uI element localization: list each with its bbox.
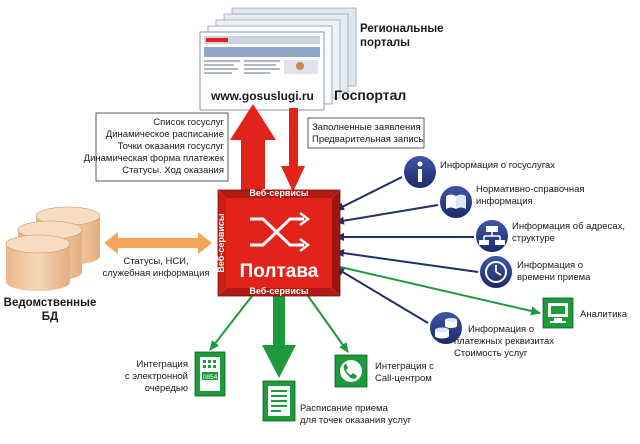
database-icon[interactable] [5, 206, 101, 291]
portal-url[interactable]: www.gosuslugi.ru [210, 89, 314, 103]
output-arrow-analytics [335, 265, 541, 316]
database-exchange-line: Статусы, НСИ, [123, 256, 188, 267]
input-label-reference: Нормативно-справочная [476, 184, 585, 195]
callcenter-label: Call-центром [375, 373, 432, 384]
input-label-payments: Информация о [468, 324, 534, 335]
input-label-reference: информация [476, 196, 533, 207]
input-label-time: Информация о [517, 260, 583, 271]
input-arrow [335, 204, 439, 225]
input-label-time: времени приема [517, 272, 591, 283]
input-arrow [335, 267, 429, 324]
clock-icon[interactable] [478, 254, 514, 290]
output-arrows [209, 265, 541, 353]
input-label-payments: платежных реквизитах [454, 336, 554, 347]
queue-label: Интеграция [136, 359, 188, 370]
schedule-label: для точек оказания услуг [300, 415, 412, 426]
input-arrow [335, 176, 403, 211]
portal-screens [199, 7, 357, 111]
database-label-2: БД [42, 311, 58, 323]
input-label-payments: Стоимость услуг [454, 348, 528, 359]
regional-portals-label-1: Региональные [360, 23, 444, 35]
regional-portals-label-2: порталы [360, 37, 410, 49]
services-info-box: Список госуслуг Динамическое расписание … [84, 112, 229, 182]
org-structure-icon[interactable] [474, 218, 510, 254]
services-info-line: Точки оказания госуслуг [118, 141, 225, 152]
output-arrow-queue [209, 295, 253, 351]
analytics-label: Аналитика [580, 309, 628, 320]
database-label-1: Ведомственные [4, 297, 97, 309]
applications-line: Заполненные заявления [312, 122, 421, 133]
input-label-addresses: структуре [512, 233, 555, 244]
database-exchange-line: служебная информация [102, 268, 209, 279]
download-arrow [281, 108, 305, 192]
callcenter-label: Интеграция с [375, 361, 434, 372]
poltava-hub[interactable] [217, 189, 341, 297]
book-icon[interactable] [438, 184, 474, 220]
queue-label: очередью [145, 383, 188, 394]
applications-box: Заполненные заявления Предварительная за… [307, 117, 425, 149]
phone-icon[interactable] [334, 354, 368, 388]
poltava-title: Полтава [240, 261, 319, 282]
upload-arrow [230, 104, 276, 200]
exchange-icon [250, 212, 311, 252]
info-icon[interactable] [402, 154, 438, 190]
services-info-line: Статусы. Ход оказания [122, 165, 224, 176]
queue-terminal-icon[interactable]: 0854 [194, 351, 226, 397]
input-label-services: Информация о госуслугах [440, 160, 555, 171]
services-info-line: Список госуслуг [153, 117, 224, 128]
input-arrow [335, 249, 479, 273]
services-info-line: Динамическое расписание [106, 129, 224, 140]
schedule-label: Расписание приема [300, 403, 389, 414]
schedule-document-icon[interactable] [262, 380, 296, 422]
web-services-left: Веб-сервисы [216, 213, 226, 273]
analytics-monitor-icon[interactable] [542, 297, 574, 329]
output-arrow-callcenter [307, 295, 349, 353]
output-arrow-schedule [262, 296, 296, 378]
applications-line: Предварительная запись [312, 134, 423, 145]
web-services-top: Веб-сервисы [249, 188, 309, 198]
database-exchange-arrow [104, 232, 212, 254]
queue-number: 0854 [203, 374, 218, 381]
services-info-line: Динамическая форма платежек [84, 153, 225, 164]
queue-label: с электронной [125, 371, 188, 382]
input-label-addresses: Информация об адресах, [512, 221, 625, 232]
web-services-bottom: Веб-сервисы [249, 286, 309, 296]
input-arrows [335, 176, 479, 324]
coins-icon[interactable] [428, 310, 464, 346]
gosportal-label: Госпортал [334, 87, 406, 103]
